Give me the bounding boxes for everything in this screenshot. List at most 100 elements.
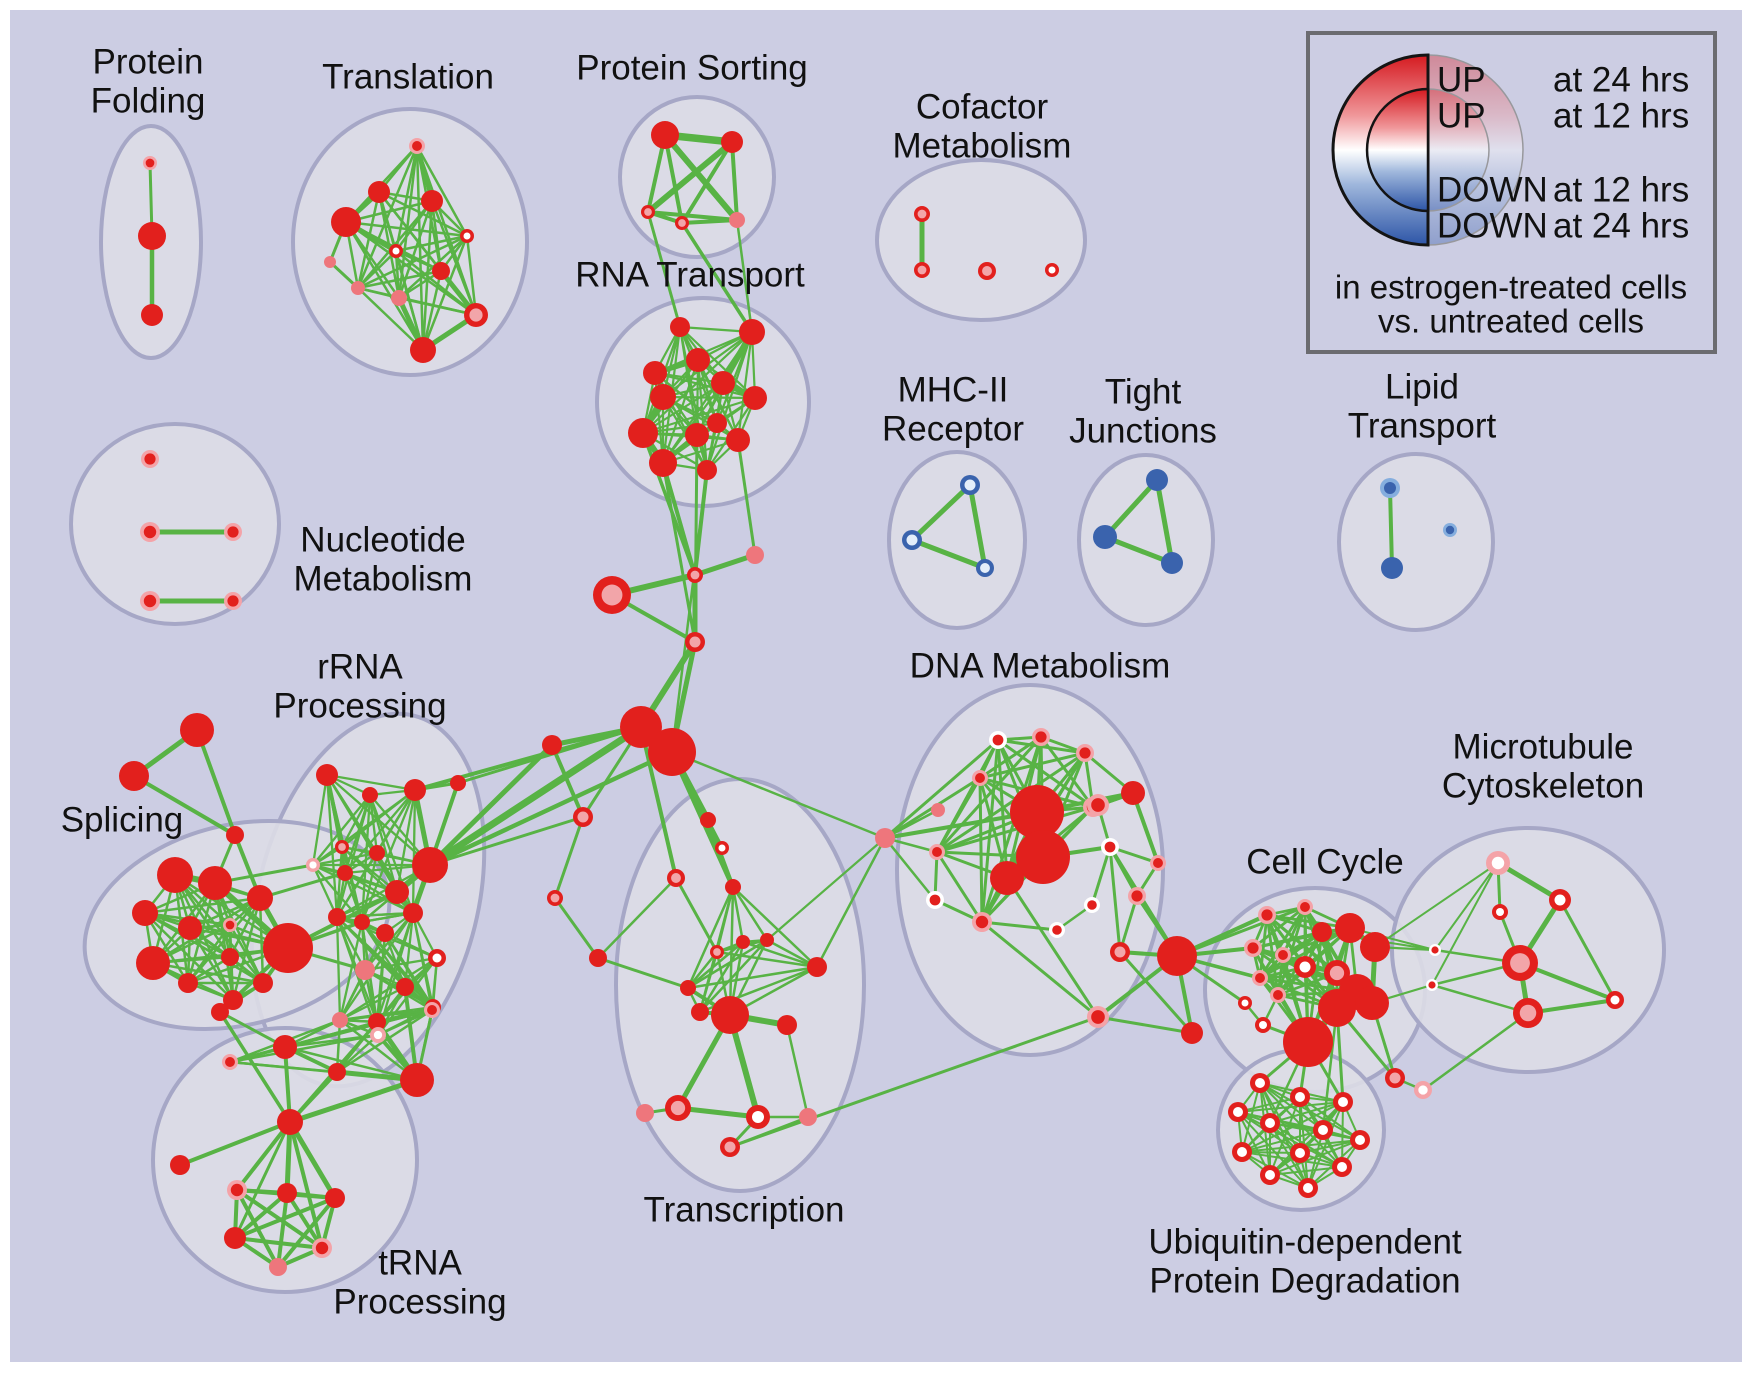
edge-t5-t11 — [421, 234, 469, 352]
edge-cc4-cc6 — [1251, 926, 1352, 950]
node-tj3 — [1161, 552, 1183, 574]
edge-tc4-tc10 — [731, 885, 819, 969]
edge-rr14-rr22 — [338, 956, 439, 1022]
legend-direction-0: UP — [1437, 61, 1486, 100]
node-ub9 — [1290, 1143, 1310, 1163]
edge-cc4-cc12 — [1258, 926, 1352, 980]
edge-dm6-dm13 — [935, 850, 984, 924]
cluster-nucleotide-metabolism-ellipse — [69, 422, 281, 626]
node-tc6 — [736, 935, 750, 949]
edge-rr1-rr6 — [311, 773, 329, 867]
edge-tc10-dmb — [815, 836, 887, 969]
node-tc16 — [720, 1137, 740, 1157]
node-rt5 — [643, 361, 667, 385]
legend-direction-2: DOWN — [1437, 171, 1548, 210]
label-rna-transport: RNA Transport — [575, 256, 805, 295]
legend-direction-3: DOWN — [1437, 207, 1548, 246]
node-t12 — [324, 256, 336, 268]
edge-ccp2-mt8 — [1421, 1011, 1530, 1092]
node-t3 — [331, 207, 361, 237]
edge-mh2-mh3 — [909, 537, 988, 571]
edge-rt11-ch2 — [736, 438, 757, 557]
edge-rr1-rr3 — [325, 773, 417, 792]
label-dna-metabolism: DNA Metabolism — [910, 647, 1171, 686]
edge-tc6-tc8 — [686, 940, 745, 990]
node-rt1 — [670, 317, 690, 337]
edge-ub2-ub4 — [1237, 1096, 1301, 1113]
node-tn8 — [269, 1258, 287, 1276]
label-tight-junctions: Junctions — [1069, 412, 1217, 451]
node-ub5 — [1260, 1113, 1280, 1133]
edge-ub3-ub12 — [1307, 1101, 1344, 1189]
edge-sp3-sp10 — [143, 896, 262, 915]
node-spt3 — [226, 826, 244, 844]
edge-spt1-spt3 — [195, 728, 237, 837]
node-ccp2 — [1414, 1081, 1432, 1099]
node-ub4 — [1228, 1102, 1248, 1122]
edge-ub10-ub11 — [1269, 1166, 1343, 1176]
node-dm1 — [989, 731, 1007, 749]
edge-tj1-tj3 — [1154, 477, 1175, 566]
node-lp3 — [1443, 523, 1457, 537]
node-ch2 — [746, 546, 764, 564]
node-t5 — [460, 229, 474, 243]
edge-dm22-dm20 — [1118, 950, 1194, 1035]
edge-lp1-lp2 — [1388, 486, 1394, 570]
edge-dm21-dm22 — [1096, 1015, 1194, 1035]
edge-tn1-tn6 — [233, 1120, 292, 1240]
node-rr23 — [370, 1027, 386, 1043]
edge-t6-t10 — [394, 249, 478, 317]
edge-tn1-tn2 — [178, 1120, 292, 1167]
edge-tc5-tc9 — [698, 950, 719, 1014]
node-dmb — [875, 828, 895, 848]
node-cc8 — [1294, 956, 1316, 978]
edge-mt2-mt7 — [1558, 898, 1617, 1002]
edge-tn5-tn8 — [276, 1196, 337, 1269]
edge-rr14-rr15 — [363, 956, 439, 972]
label-trna-processing: tRNA — [378, 1244, 462, 1283]
node-tn3 — [227, 1180, 247, 1200]
edge-rr8-rr11 — [335, 851, 379, 919]
node-cc15 — [1255, 1017, 1271, 1033]
edge-dm13-dm14 — [980, 920, 1059, 932]
node-rr6 — [306, 858, 320, 872]
node-ub6 — [1313, 1120, 1333, 1140]
node-dm6 — [929, 844, 945, 860]
edge-rr6-rr10 — [311, 863, 415, 915]
label-nucleotide-metabolism: Metabolism — [294, 560, 473, 599]
node-rr12 — [354, 914, 370, 930]
edge-ps5-rt2 — [735, 218, 754, 334]
cluster-transcription-ellipse — [614, 777, 866, 1193]
node-nm1 — [141, 450, 159, 468]
node-cc13 — [1270, 987, 1286, 1003]
node-nm5 — [224, 592, 242, 610]
node-rt4 — [711, 371, 735, 395]
legend-inner-circle-left — [1365, 87, 1430, 213]
node-t1 — [409, 138, 425, 154]
edge-t5-t6 — [394, 234, 469, 253]
legend-caption-line0: in estrogen-treated cells — [1335, 269, 1687, 306]
node-dm22 — [1181, 1022, 1203, 1044]
node-dm12 — [926, 891, 944, 909]
node-cf1 — [914, 206, 930, 222]
node-lp1 — [1380, 478, 1400, 498]
edge-rr10-rr22 — [338, 911, 415, 1022]
node-tc1 — [700, 812, 716, 828]
edge-tn5-tn6 — [233, 1196, 337, 1240]
edge-rr22-rr25 — [338, 1008, 434, 1022]
edge-sp6-sp12 — [151, 961, 265, 985]
node-tc5 — [710, 945, 724, 959]
edge-t3-t10 — [344, 220, 478, 317]
edge-rr2-rr8 — [368, 793, 379, 855]
node-br3 — [547, 890, 563, 906]
cluster-mhc-ii-receptor-ellipse — [887, 450, 1027, 630]
edge-tc4-tc7 — [731, 885, 769, 942]
node-tc13 — [665, 1095, 691, 1121]
node-t9 — [391, 290, 407, 306]
edge-mt1-mt4 — [1434, 862, 1499, 951]
edge-cc2-cc6 — [1251, 905, 1307, 950]
label-cofactor-metabolism: Cofactor — [916, 88, 1049, 127]
node-ch1 — [687, 567, 703, 583]
node-tn4 — [277, 1183, 297, 1203]
